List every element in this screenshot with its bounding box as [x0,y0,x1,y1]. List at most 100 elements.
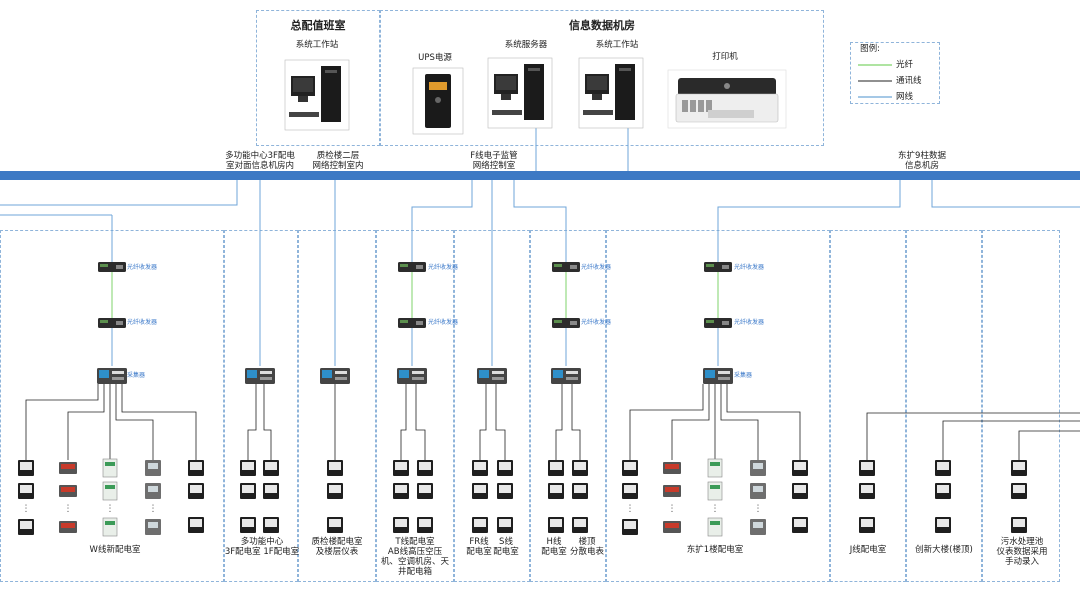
power-meter-icon [417,483,433,499]
power-meter-icon [859,483,875,499]
data-collector-icon [97,368,127,384]
power-meter-icon [859,460,875,476]
more-devices-ellipsis: ⋮ [626,504,635,514]
zone-sewage [982,230,1060,582]
panel-meter-icon [145,519,161,535]
power-meter-icon [792,483,808,499]
power-meter-icon [263,460,279,476]
panel-meter-icon [750,460,766,476]
din-rail-meter-icon [707,481,723,501]
power-meter-icon [240,517,256,533]
digital-meter-icon [663,485,681,497]
collector-label: 采集器 [734,372,753,379]
label-j-room: J线配电室 [849,545,887,555]
power-meter-icon [1011,483,1027,499]
zone-tab [376,230,454,582]
more-devices-ellipsis: ⋮ [711,504,720,514]
workstation-icon [578,57,644,129]
zone-j [830,230,906,582]
transceiver-label: 光纤收发器 [581,319,612,326]
data-collector-icon [551,368,581,384]
power-meter-icon [472,460,488,476]
more-devices-ellipsis: ⋮ [149,504,158,514]
power-meter-icon [18,460,34,476]
zone-qc [298,230,376,582]
datacenter-title: 信息数据机房 [569,19,635,32]
label-qc-room: 质检楼配电室及楼层仪表 [311,537,363,557]
label-innovation-building: 创新大楼(楼顶) [915,545,973,555]
power-meter-icon [188,483,204,499]
zone-mf [224,230,298,582]
data-collector-icon [703,368,733,384]
more-devices-ellipsis: ⋮ [668,504,677,514]
legend-box [850,42,940,104]
power-meter-icon [792,460,808,476]
transceiver-label: 光纤收发器 [127,319,158,326]
data-collector-icon [245,368,275,384]
data-collector-icon [397,368,427,384]
fiber-transceiver-icon [98,262,126,272]
fiber-transceiver-icon [704,318,732,328]
more-devices-ellipsis: ⋮ [64,504,73,514]
power-meter-icon [572,460,588,476]
more-devices-ellipsis: ⋮ [754,504,763,514]
panel-meter-icon [750,483,766,499]
label-sewage: 污水处理池仪表数据采用手动录入 [996,537,1048,567]
backbone-label-4: 东扩9柱数据信息机房 [898,151,946,171]
legend-title: 图例: [860,44,880,54]
power-meter-icon [327,517,343,533]
din-rail-meter-icon [102,458,118,478]
power-meter-icon [572,483,588,499]
dc-workstation-label: 系统工作站 [595,40,639,50]
digital-meter-icon [663,521,681,533]
server-label: 系统服务器 [504,40,548,50]
ups-icon [412,67,464,135]
digital-meter-icon [59,485,77,497]
label-h-room: H线配电室 [541,537,567,557]
fiber-transceiver-icon [98,318,126,328]
power-meter-icon [622,483,638,499]
power-meter-icon [263,483,279,499]
power-meter-icon [935,460,951,476]
transceiver-label: 光纤收发器 [428,319,459,326]
data-collector-icon [477,368,507,384]
power-meter-icon [393,460,409,476]
power-meter-icon [572,517,588,533]
power-meter-icon [263,517,279,533]
network-backbone [0,171,1080,180]
power-meter-icon [472,483,488,499]
workstation-icon [284,59,350,131]
fiber-transceiver-icon [552,262,580,272]
power-meter-icon [472,517,488,533]
fiber-transceiver-icon [704,262,732,272]
more-devices-ellipsis: ⋮ [106,504,115,514]
label-w-room: W线新配电室 [89,545,141,555]
transceiver-label: 光纤收发器 [734,264,765,271]
backbone-label-1: 多功能中心3F配电室对面信息机房内 [225,151,295,171]
fiber-transceiver-icon [398,262,426,272]
power-meter-icon [622,460,638,476]
power-meter-icon [622,519,638,535]
power-meter-icon [1011,460,1027,476]
printer-icon [667,69,787,129]
power-meter-icon [188,517,204,533]
din-rail-meter-icon [102,517,118,537]
power-meter-icon [393,517,409,533]
power-meter-icon [417,517,433,533]
transceiver-label: 光纤收发器 [428,264,459,271]
zone-h [530,230,606,582]
label-east-room: 东扩1楼配电室 [686,545,744,555]
legend-comm-label: 通讯线 [896,76,922,86]
duty-room-box [256,10,380,146]
printer-label: 打印机 [712,52,738,62]
zone-innov [906,230,982,582]
power-meter-icon [240,460,256,476]
label-s-room: S线配电室 [493,537,519,557]
backbone-label-3: F线电子监管网络控制室 [470,151,518,171]
fiber-transceiver-icon [552,318,580,328]
panel-meter-icon [750,519,766,535]
label-fr-room: FR线配电室 [466,537,492,557]
